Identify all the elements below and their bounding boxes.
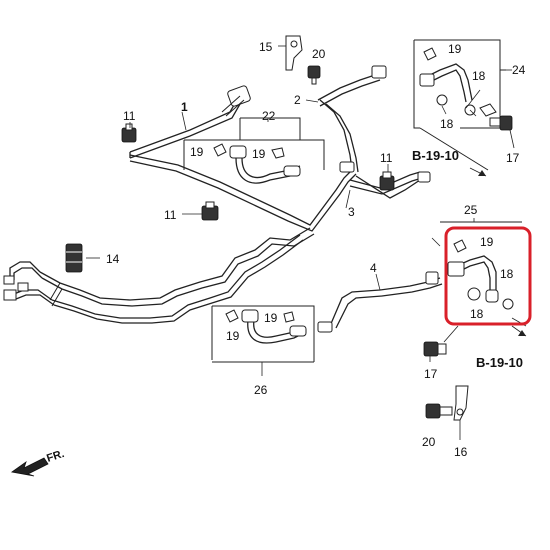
clip-11-middle xyxy=(201,201,219,221)
callout-20-bottom: 20 xyxy=(422,435,436,449)
box-22 xyxy=(183,117,325,184)
box-24 xyxy=(413,39,506,171)
callout-26: 26 xyxy=(254,383,268,397)
ref-arrow-top xyxy=(469,167,487,177)
brake-pipe-1-lower xyxy=(3,171,423,324)
hose-22-end xyxy=(283,165,301,177)
pipe-4-fitting xyxy=(317,321,333,333)
bracket-16 xyxy=(453,385,469,440)
pipe-2-fitting xyxy=(371,65,387,79)
pipe-1-fitting xyxy=(227,85,251,107)
callout-1: 1 xyxy=(181,100,188,114)
clip-19-box22a xyxy=(213,143,227,157)
hose-24-fitting xyxy=(419,73,435,87)
brake-pipe-3 xyxy=(355,171,431,199)
callout-19-box26b: 19 xyxy=(264,311,278,325)
hose-25-end xyxy=(485,289,499,303)
bolt-17-top xyxy=(489,115,513,131)
clip-11-right xyxy=(379,171,395,191)
clip-19-box26b xyxy=(283,311,295,323)
clip-19-box24 xyxy=(423,47,437,61)
pipe-end-fitting-left-3 xyxy=(17,282,29,292)
callout-4: 4 xyxy=(370,261,377,275)
pipe-end-fitting-left xyxy=(3,289,17,301)
callout-19-box26a: 19 xyxy=(226,329,240,343)
bolt-20-bottom xyxy=(425,403,453,419)
brake-pipe-1 xyxy=(129,85,357,232)
callout-11-top: 11 xyxy=(123,109,136,123)
reference-b-19-10-top: B-19-10 xyxy=(412,148,459,163)
callout-25: 25 xyxy=(464,203,478,217)
callout-18-box24a: 18 xyxy=(472,69,486,83)
callout-18-box25a: 18 xyxy=(500,267,514,281)
washer-18-box25b xyxy=(502,298,514,310)
brake-pipe-2 xyxy=(317,65,387,173)
callout-11-right: 11 xyxy=(380,151,393,165)
pipe-4-end-fitting xyxy=(425,271,439,285)
callout-3: 3 xyxy=(348,205,355,219)
callout-17-bottom: 17 xyxy=(424,367,438,381)
hose-22-fitting xyxy=(229,145,247,159)
washer-18-box24a xyxy=(436,94,448,106)
callout-16: 16 xyxy=(454,445,468,459)
bolt-17-bottom xyxy=(423,325,459,357)
highlight-frame xyxy=(444,226,532,326)
ref-arrow-bottom xyxy=(511,325,527,337)
clip-11-top xyxy=(121,123,137,143)
callout-14: 14 xyxy=(106,252,120,266)
leader-lines xyxy=(86,45,515,362)
clip-19-box22b xyxy=(271,147,285,159)
callout-19-box22b: 19 xyxy=(252,147,266,161)
callout-18-box24b: 18 xyxy=(440,117,454,131)
callout-19-box25: 19 xyxy=(480,235,494,249)
clip-14 xyxy=(65,243,83,273)
hose-26-end xyxy=(289,325,307,337)
pipe-end-fitting-left-2 xyxy=(3,275,15,285)
front-direction-label: FR. xyxy=(45,448,66,465)
brake-pipe-4 xyxy=(317,271,443,333)
callout-19-box24: 19 xyxy=(448,42,462,56)
callout-24: 24 xyxy=(512,63,526,77)
callout-19-box22a: 19 xyxy=(190,145,204,159)
box-26 xyxy=(211,305,315,376)
reference-b-19-10-bottom: B-19-10 xyxy=(476,355,523,370)
hose-25-fitting xyxy=(447,261,465,277)
box-25 xyxy=(440,218,527,327)
clip-19-box26a xyxy=(225,309,239,323)
pipe-2-lower-fitting xyxy=(339,161,355,173)
hose-24-end xyxy=(479,103,497,117)
callout-20-top: 20 xyxy=(312,47,326,61)
callout-17-top: 17 xyxy=(506,151,520,165)
bracket-15 xyxy=(285,35,303,71)
front-direction-arrow xyxy=(10,457,49,477)
hose-26-fitting xyxy=(241,309,259,323)
callout-2: 2 xyxy=(294,93,301,107)
washer-18-box25a xyxy=(467,287,481,301)
callout-18-box25b: 18 xyxy=(470,307,484,321)
callout-22: 22 xyxy=(262,109,276,123)
clip-19-box25 xyxy=(453,239,467,253)
pipe-3-fitting xyxy=(417,171,431,183)
bolt-20-top xyxy=(307,65,321,85)
callout-15: 15 xyxy=(259,40,273,54)
callout-11-middle: 11 xyxy=(164,208,177,222)
